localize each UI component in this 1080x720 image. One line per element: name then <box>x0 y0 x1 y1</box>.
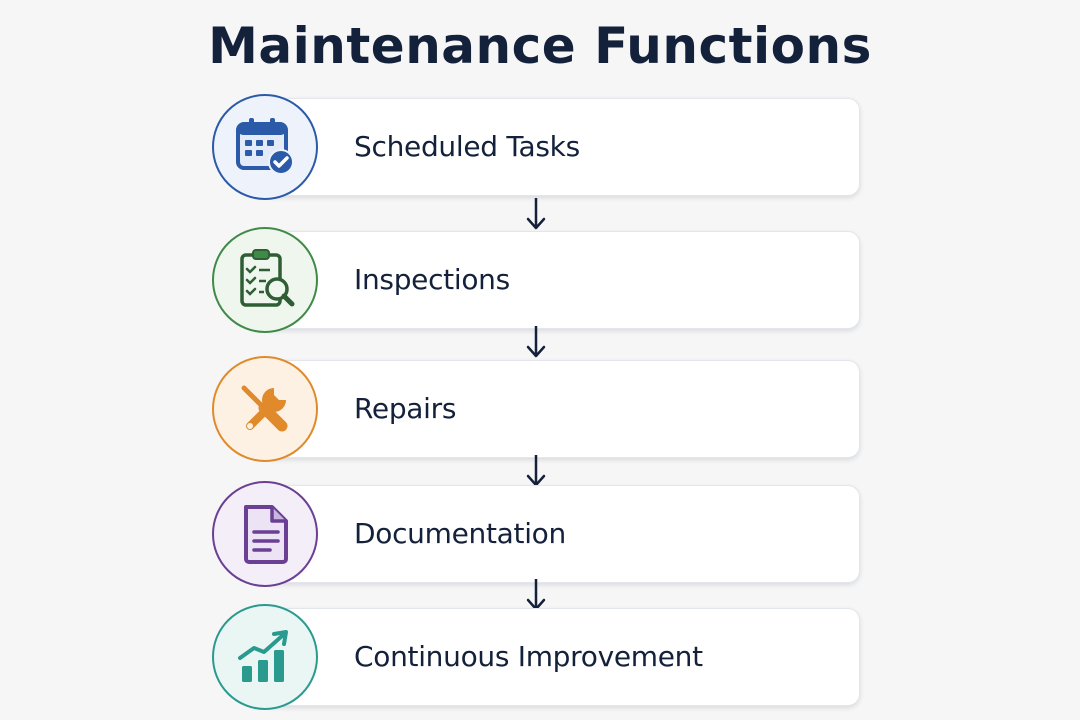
step-repairs: Repairs <box>212 356 862 462</box>
step-card <box>262 485 860 583</box>
step-label: Inspections <box>354 263 510 296</box>
step-scheduled-tasks: Scheduled Tasks <box>212 94 862 200</box>
wrench-screwdriver-icon <box>212 356 318 462</box>
document-icon <box>212 481 318 587</box>
step-card <box>262 360 860 458</box>
step-documentation: Documentation <box>212 481 862 587</box>
clipboard-search-icon <box>212 227 318 333</box>
arrow-down-icon <box>525 196 547 232</box>
step-label: Repairs <box>354 392 457 425</box>
step-label: Continuous Improvement <box>354 640 703 673</box>
growth-chart-icon <box>212 604 318 710</box>
step-inspections: Inspections <box>212 227 862 333</box>
page-title: Maintenance Functions <box>208 17 872 75</box>
step-continuous-improvement: Continuous Improvement <box>212 604 862 710</box>
arrow-down-icon <box>525 324 547 360</box>
step-label: Documentation <box>354 517 566 550</box>
step-label: Scheduled Tasks <box>354 130 580 163</box>
step-card <box>262 608 860 706</box>
calendar-check-icon <box>212 94 318 200</box>
step-card <box>262 231 860 329</box>
step-card <box>262 98 860 196</box>
